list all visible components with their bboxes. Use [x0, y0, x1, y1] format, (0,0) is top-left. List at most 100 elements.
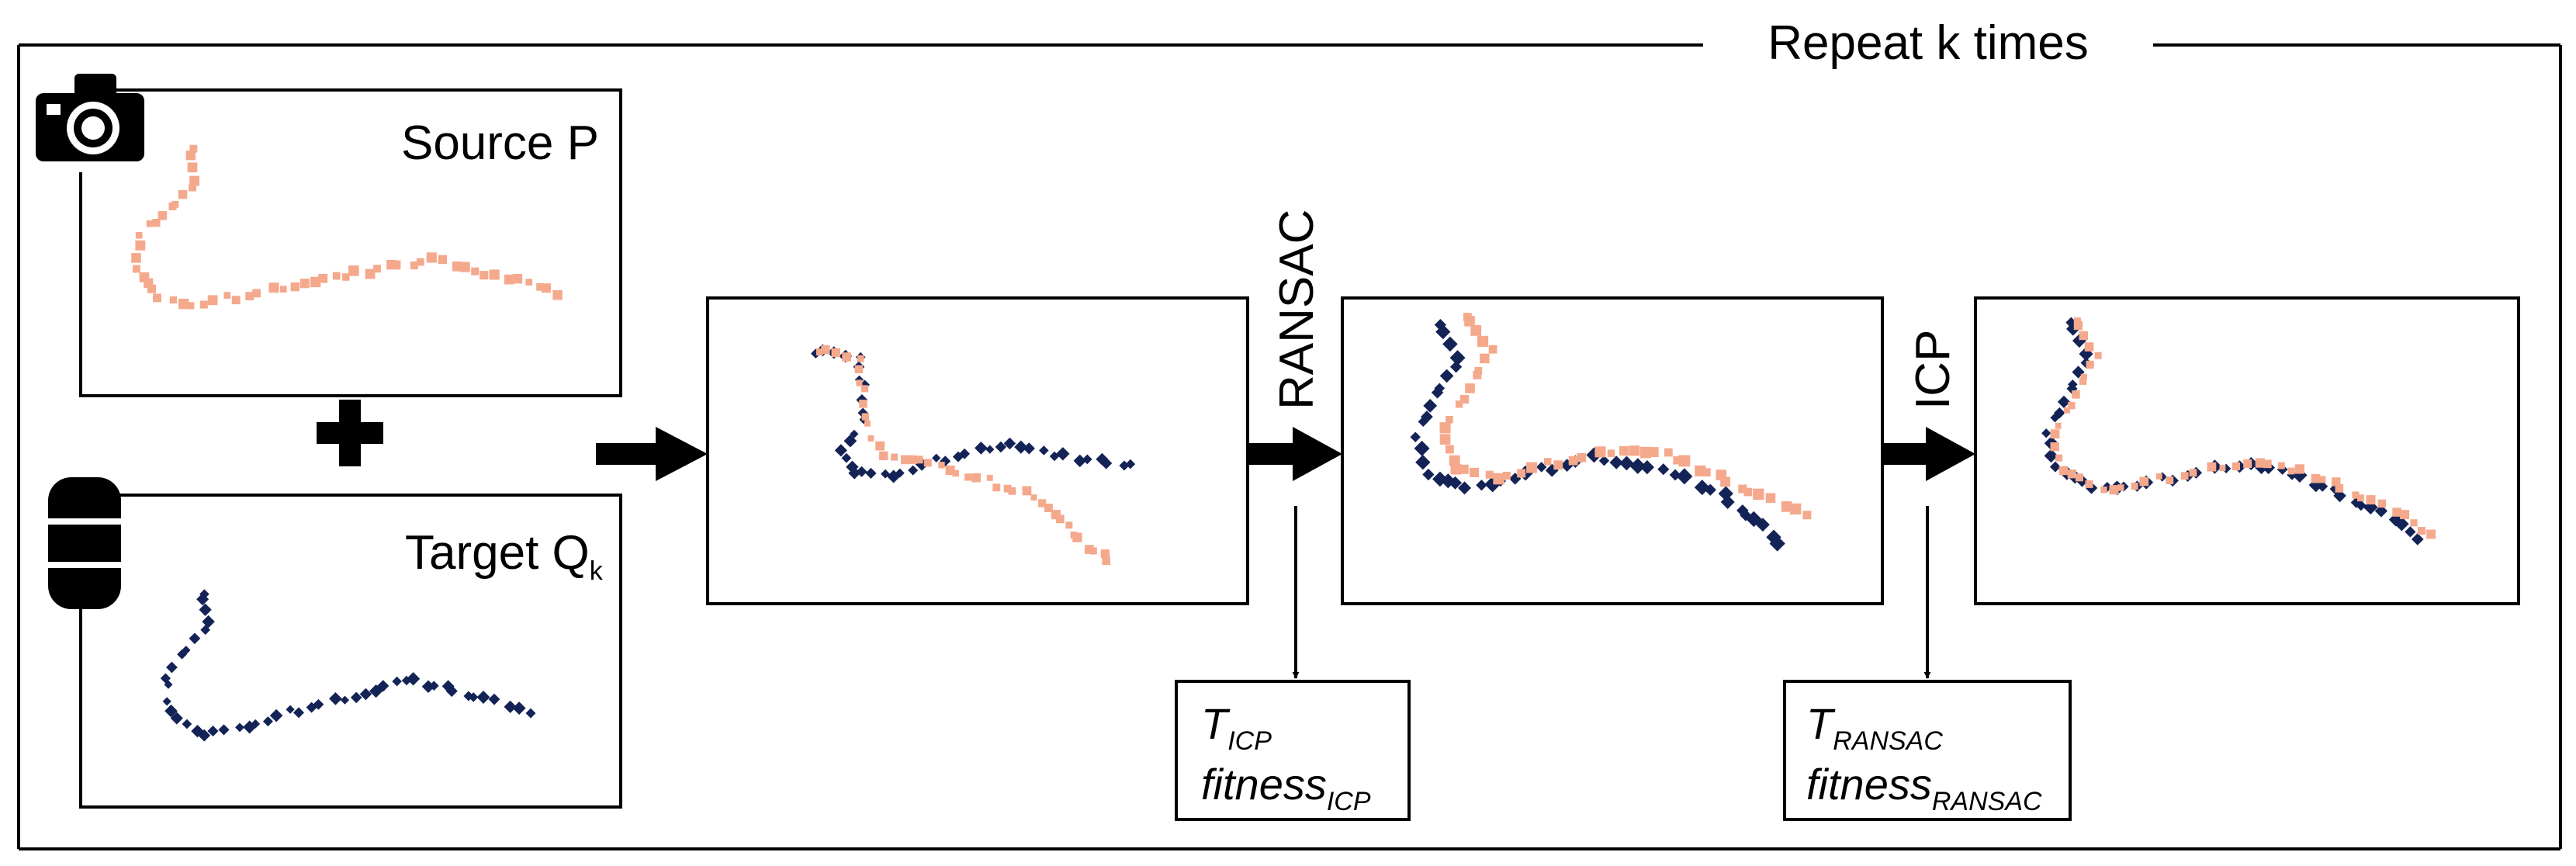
point [1474, 367, 1483, 375]
point [1664, 448, 1673, 457]
output-1-fitness: fitnessICP [1201, 760, 1371, 816]
point [2394, 516, 2409, 532]
point [202, 615, 215, 629]
point [318, 273, 328, 283]
point [1609, 456, 1623, 469]
point [995, 441, 1007, 453]
point [2405, 526, 2416, 538]
point [359, 688, 372, 701]
point [1414, 440, 1430, 456]
point [2050, 429, 2060, 439]
target-label: Target Qk [405, 526, 604, 586]
point [2049, 461, 2061, 473]
point [391, 260, 401, 270]
point [2277, 462, 2285, 469]
point [1676, 468, 1693, 485]
point [1446, 416, 1453, 424]
point [1055, 514, 1065, 524]
point [1449, 361, 1463, 373]
point [406, 672, 421, 686]
point [908, 455, 917, 464]
point [187, 162, 198, 173]
point [923, 459, 932, 467]
point [1781, 501, 1792, 512]
point [1619, 456, 1634, 471]
point [2400, 510, 2410, 520]
point [341, 273, 350, 281]
point [2294, 464, 2304, 474]
point [2085, 480, 2093, 488]
point [2100, 487, 2107, 494]
point [525, 708, 536, 719]
point [512, 701, 526, 715]
point [859, 400, 867, 408]
point [1673, 456, 1681, 465]
point [2255, 458, 2265, 468]
point [2155, 473, 2162, 480]
point [2231, 462, 2240, 471]
point [168, 202, 177, 210]
point [310, 276, 321, 288]
point [1619, 445, 1629, 456]
point [1678, 455, 1691, 467]
point [1423, 398, 1438, 413]
point [895, 468, 905, 478]
point [329, 692, 342, 705]
point [843, 434, 857, 448]
point [2392, 507, 2401, 517]
point [185, 151, 196, 161]
point [340, 695, 350, 705]
point [223, 292, 231, 299]
point [856, 466, 867, 477]
point [245, 292, 254, 300]
point [1089, 547, 1097, 555]
repeat-frame [17, 43, 2562, 850]
point [2072, 390, 2080, 399]
point [373, 265, 381, 273]
ransac-arrow [1248, 427, 1342, 481]
point [189, 175, 199, 186]
point [1449, 455, 1460, 466]
initial-alignment-panel [706, 296, 1249, 605]
point [2317, 480, 2328, 492]
point [2352, 491, 2360, 499]
point [821, 345, 830, 355]
point [218, 724, 230, 736]
point [2073, 320, 2083, 331]
point [1450, 464, 1461, 475]
point [861, 385, 869, 393]
point [471, 267, 480, 275]
point [1039, 445, 1049, 456]
point [1022, 486, 1032, 496]
point [1044, 504, 1053, 512]
point [1455, 400, 1463, 408]
point [198, 729, 211, 742]
point [131, 253, 141, 263]
point [864, 420, 871, 427]
point [445, 685, 458, 698]
point [525, 279, 533, 286]
point [392, 676, 402, 687]
point [153, 293, 161, 303]
point [133, 265, 140, 273]
point [438, 255, 448, 265]
point [1493, 473, 1504, 485]
icp-result-panel [1974, 296, 2520, 605]
point [986, 474, 993, 481]
point [279, 286, 287, 293]
point [348, 265, 359, 276]
point [290, 282, 299, 292]
point [1008, 487, 1016, 495]
point [848, 466, 861, 480]
point [1702, 468, 1711, 477]
point [1439, 369, 1454, 383]
point [891, 453, 898, 461]
repeat-label: Repeat k times [1768, 16, 2089, 70]
point [2050, 413, 2060, 423]
point [1544, 458, 1552, 466]
point [187, 302, 195, 310]
point [2079, 377, 2087, 385]
point [959, 448, 971, 459]
point [1607, 449, 1615, 457]
